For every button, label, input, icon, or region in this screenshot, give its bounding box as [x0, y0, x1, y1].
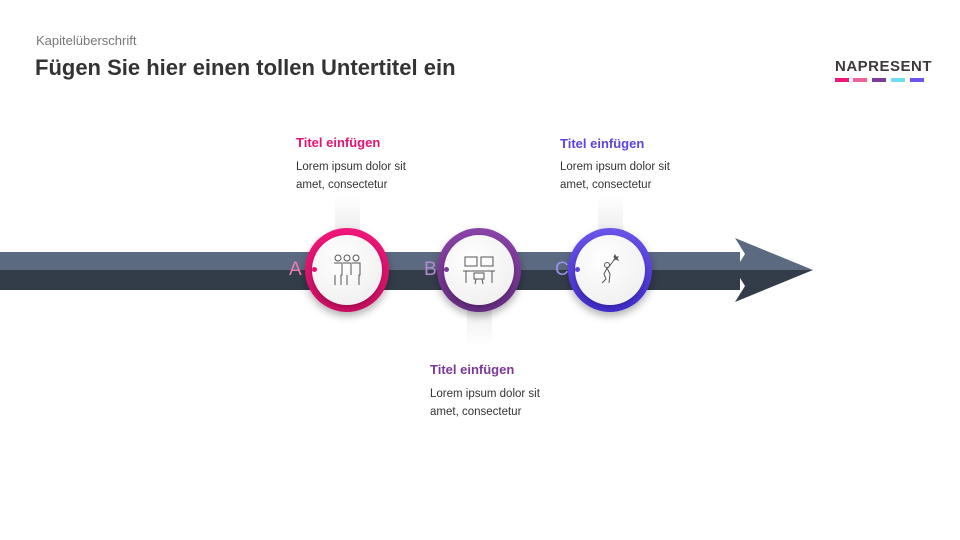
logo-bar	[910, 78, 924, 82]
logo-bar	[891, 78, 905, 82]
step-a-letter: A	[289, 259, 302, 280]
connector	[598, 195, 623, 231]
step-a-dot	[312, 267, 317, 272]
step-b-text: Lorem ipsum dolor sit amet, consectetur	[430, 388, 540, 418]
step-b-dot	[444, 267, 449, 272]
step-c-letter: C	[555, 259, 569, 280]
step-b-marker	[437, 228, 521, 312]
arrow-head-icon	[735, 238, 813, 302]
step-c-marker	[568, 228, 652, 312]
logo: NAPRESENT	[835, 58, 933, 75]
step-b-letter: B	[424, 259, 437, 280]
step-a-text: Lorem ipsum dolor sit amet, consectetur	[296, 161, 406, 191]
chapter-heading: Kapitelüberschrift	[36, 33, 137, 48]
connector	[335, 195, 360, 231]
step-b-title: Titel einfügen	[430, 362, 515, 377]
achievement-icon	[601, 253, 620, 284]
step-c-text: Lorem ipsum dolor sit amet, consectetur	[560, 161, 670, 191]
step-c-dot	[575, 267, 580, 272]
connector	[467, 310, 492, 346]
workstations-icon	[463, 256, 495, 285]
logo-bar	[835, 78, 849, 82]
step-a-title: Titel einfügen	[296, 135, 381, 150]
step-a-marker	[305, 228, 389, 312]
step-c-title: Titel einfügen	[560, 136, 645, 151]
page-subtitle: Fügen Sie hier einen tollen Untertitel e…	[35, 55, 456, 80]
logo-bar	[853, 78, 867, 82]
team-icon	[334, 254, 361, 285]
logo-bar	[872, 78, 886, 82]
